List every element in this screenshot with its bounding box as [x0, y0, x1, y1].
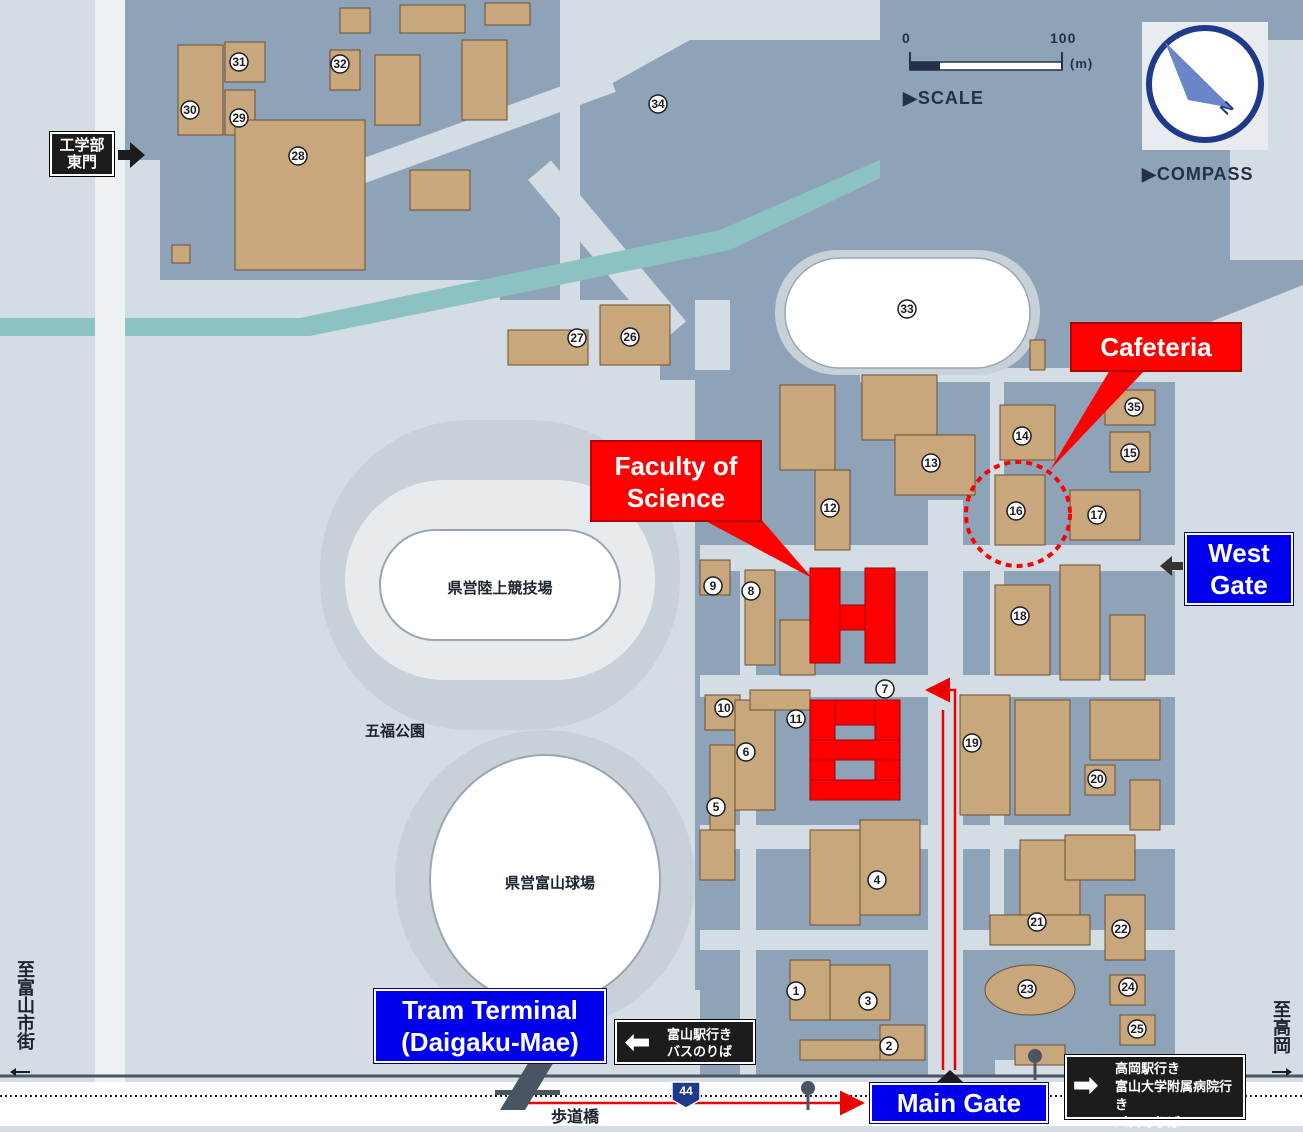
- scale-unit-label: (m): [1070, 56, 1094, 71]
- building-number: 11: [790, 712, 803, 726]
- faculty-label-line2: Science: [626, 483, 726, 513]
- to-toyama-city-label: 至富山市街: [15, 960, 35, 1050]
- building-number: 8: [748, 584, 755, 598]
- eng-gate-arrow: [118, 142, 145, 168]
- building-marker: [180, 52, 1147, 1056]
- bus-takaoka-line2: 富山大学附属病院行き: [1115, 1079, 1233, 1112]
- building-number: 25: [1130, 1022, 1144, 1036]
- building-number: 6: [743, 745, 750, 759]
- building-number: 10: [717, 701, 731, 715]
- bus-stop-takaoka-label: ➡ 高岡駅行き 富山大学附属病院行き バスのりば: [1064, 1054, 1246, 1130]
- bus-stop-icon: [801, 1081, 815, 1110]
- building-number: 29: [232, 111, 246, 125]
- river: [0, 160, 880, 336]
- building-number: 19: [965, 736, 979, 750]
- building-number: 23: [1020, 982, 1034, 996]
- direction-arrow-right: [1272, 1068, 1292, 1076]
- baseball-label: 県営富山球場: [504, 875, 595, 892]
- cafeteria-label-text: Cafeteria: [1100, 332, 1212, 362]
- bus-takaoka-line3: バスのりば: [1115, 1115, 1181, 1130]
- building-number: 7: [882, 682, 889, 696]
- cafeteria-highlight-ring: [964, 460, 1072, 568]
- scale-end-label: 100: [1050, 30, 1077, 46]
- park-label: 五福公園: [364, 723, 425, 740]
- cafeteria-label: Cafeteria: [1070, 322, 1242, 372]
- west-gate-label: West Gate: [1184, 532, 1294, 606]
- building-number: 21: [1030, 915, 1044, 929]
- faculty-of-science-building: [809, 567, 901, 801]
- bus-toyama-line2: バスのりば: [667, 1044, 733, 1059]
- building-number: 35: [1127, 400, 1141, 414]
- scale-start-label: 0: [902, 30, 911, 46]
- compass-title: ▶COMPASS: [1142, 164, 1254, 184]
- building-number: 13: [924, 456, 938, 470]
- faculty-label-line1: Faculty of: [614, 451, 738, 481]
- scale-bar: [909, 52, 1063, 71]
- building-number: 18: [1013, 609, 1027, 623]
- main-gate-text: Main Gate: [896, 1088, 1022, 1118]
- building-number: 34: [651, 97, 665, 111]
- building-number: 2: [886, 1039, 893, 1053]
- engineering-east-gate-label: 工学部 東門: [49, 131, 115, 177]
- building-number: 30: [183, 103, 197, 117]
- bus-toyama-line1: 富山駅行き: [667, 1027, 733, 1042]
- faculty-of-science-label: Faculty of Science: [590, 440, 762, 522]
- footbridge-label: 歩道橋: [550, 1109, 599, 1126]
- building-number: 31: [232, 55, 246, 69]
- tram-label-line2: (Daigaku-Mae): [401, 1027, 579, 1057]
- building-number: 22: [1114, 922, 1128, 936]
- stadium-label: 県営陸上競技場: [447, 580, 553, 597]
- building-number: 33: [900, 302, 914, 316]
- building-number: 32: [333, 57, 347, 71]
- baseball-stadium: [395, 730, 695, 1030]
- tram-terminal-label: Tram Terminal (Daigaku-Mae): [373, 988, 607, 1064]
- scale-title: ▶SCALE: [903, 88, 984, 108]
- west-gate-arrow: [1160, 556, 1183, 576]
- to-takaoka-label: 至高岡: [1271, 1000, 1291, 1054]
- building-markers: [180, 52, 1147, 1056]
- building-number: 14: [1015, 429, 1029, 443]
- bus-stop-toyama-label: ⬅ 富山駅行き バスのりば: [614, 1019, 756, 1065]
- building-number: 27: [570, 331, 584, 345]
- west-gate-line1: West: [1208, 538, 1270, 568]
- building-number: 15: [1123, 446, 1137, 460]
- building-number: 1: [793, 984, 800, 998]
- building-number: 5: [713, 800, 720, 814]
- building-number: 9: [710, 579, 717, 593]
- eng-gate-line2: 東門: [66, 154, 97, 171]
- building-number: 24: [1121, 980, 1135, 994]
- direction-arrow-left: [10, 1068, 30, 1076]
- building-number: 26: [623, 330, 637, 344]
- building-number: 12: [823, 501, 837, 515]
- main-gate-label: Main Gate: [869, 1082, 1049, 1124]
- building-number: 16: [1009, 504, 1023, 518]
- faculty-callout-pointer: [700, 518, 812, 578]
- main-gate-marker: [937, 1070, 963, 1082]
- building-number: 17: [1090, 508, 1104, 522]
- arrow-left-icon: ⬅: [625, 1026, 651, 1059]
- west-gate-line2: Gate: [1210, 570, 1268, 600]
- building-number: 28: [291, 149, 305, 163]
- arrow-right-icon: ➡: [1073, 1069, 1099, 1102]
- route-44-shield: [671, 1081, 701, 1109]
- building-number: 4: [874, 873, 881, 887]
- building-number: 3: [865, 994, 872, 1008]
- bus-takaoka-line1: 高岡駅行き: [1115, 1061, 1181, 1076]
- route-number: 44: [679, 1084, 693, 1098]
- tram-label-line1: Tram Terminal: [402, 995, 578, 1025]
- eng-gate-line1: 工学部: [59, 137, 105, 154]
- cafeteria-callout-pointer: [1050, 370, 1145, 470]
- building-number: 20: [1090, 772, 1104, 786]
- footbridge-icon: [495, 1060, 560, 1110]
- bus-stop-icon: [1028, 1049, 1042, 1080]
- compass: [1142, 22, 1268, 150]
